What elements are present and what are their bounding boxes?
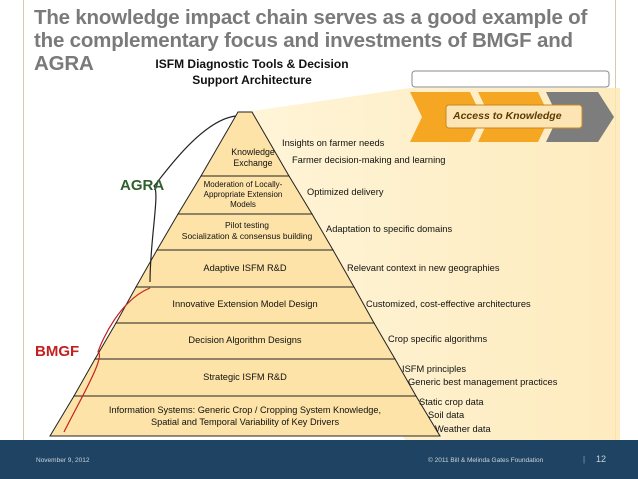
- outcome-static-crop: Static crop data: [419, 397, 484, 407]
- footer-copyright: © 2011 Bill & Melinda Gates Foundation: [428, 457, 544, 464]
- outcome-relevant-context: Relevant context in new geographies: [347, 263, 500, 273]
- diagram-subtitle: ISFM Diagnostic Tools & Decision Support…: [155, 57, 349, 87]
- projection-fan: [245, 88, 620, 440]
- level-2-label: Moderation of Locally-Appropriate Extens…: [203, 180, 283, 209]
- agra-brace: [149, 115, 237, 283]
- footer-separator: |: [583, 455, 586, 464]
- level-5-label: Innovative Extension Model Design: [172, 299, 318, 309]
- access-label-box: [445, 104, 583, 129]
- outcome-optimized-delivery: Optimized delivery: [307, 187, 384, 197]
- outcome-soil: Soil data: [428, 410, 465, 420]
- level-6-label: Decision Algorithm Designs: [188, 335, 302, 345]
- access-to-knowledge-label: Access to Knowledge: [453, 110, 562, 122]
- footer-page-number: 12: [596, 454, 607, 464]
- level-7-label: Strategic ISFM R&D: [203, 372, 287, 382]
- outcome-crop-algorithms: Crop specific algorithms: [388, 334, 488, 344]
- level-8-label: Information Systems: Generic Crop / Crop…: [108, 405, 382, 427]
- outcome-isfm-principles: ISFM principles: [402, 364, 467, 374]
- footer-date: November 9, 2012: [36, 457, 90, 464]
- bmgf-brace: [63, 287, 151, 433]
- slide-title: The knowledge impact chain serves as a g…: [34, 6, 588, 75]
- agra-label: AGRA: [120, 177, 165, 194]
- footer-bar: [0, 440, 638, 479]
- pyramid-level-8: [49, 395, 441, 437]
- bmgf-label: BMGF: [35, 343, 80, 360]
- level-4-label: Adaptive ISFM R&D: [203, 263, 287, 273]
- outcome-farmer-decision: Farmer decision-making and learning: [292, 155, 446, 165]
- outcome-insights: Insights on farmer needs: [282, 138, 385, 148]
- outcome-bmp: Generic best management practices: [408, 377, 558, 387]
- empty-label-box: [411, 70, 610, 88]
- outcome-adaptation: Adaptation to specific domains: [326, 224, 453, 234]
- outcome-customized: Customized, cost-effective architectures: [366, 299, 531, 309]
- outcome-weather: Weather data: [435, 424, 491, 434]
